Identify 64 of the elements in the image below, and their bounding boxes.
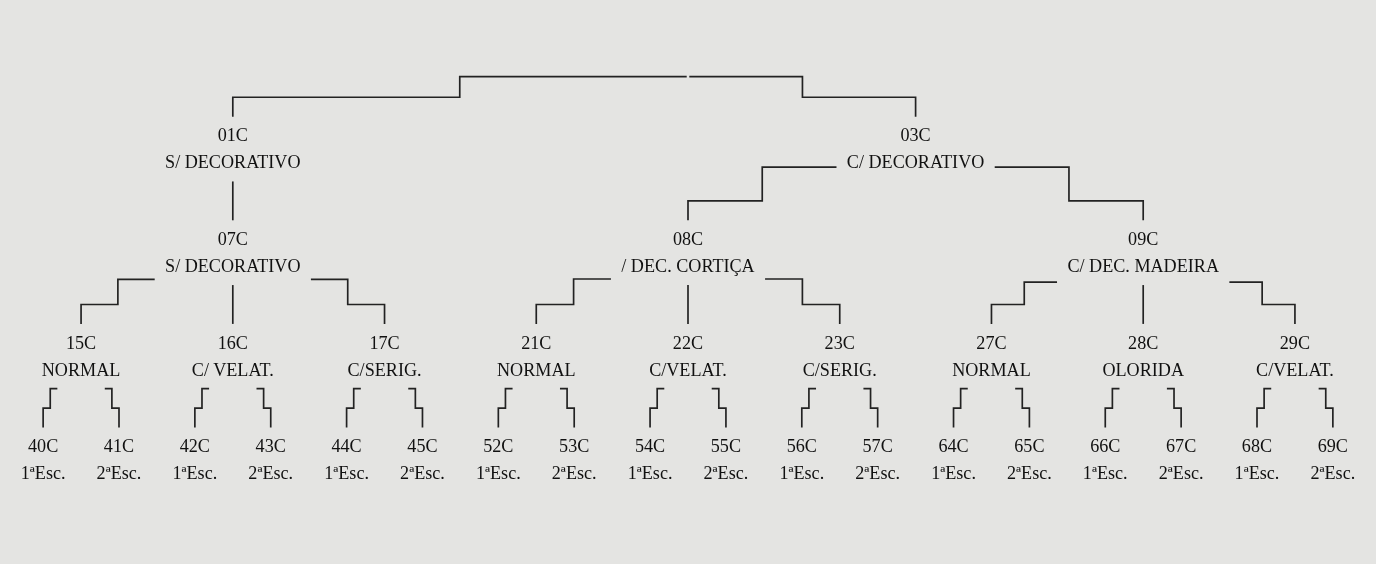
node-label: 23C C/SERIG.: [802, 333, 877, 380]
node-label: 57C 2ªEsc.: [855, 436, 901, 484]
connector-line: [231, 180, 234, 222]
connector-line: [1104, 388, 1121, 429]
connector-line: [255, 388, 272, 429]
node-label: 52C 1ªEsc.: [475, 436, 521, 484]
node-label: 55C 2ªEsc.: [703, 436, 749, 484]
node-label: 65C 2ªEsc.: [1007, 436, 1052, 484]
connector-line: [42, 388, 59, 429]
connector-line: [345, 388, 362, 429]
node-label: 66C 1ªEsc.: [1082, 436, 1128, 484]
connector-line: [1166, 388, 1182, 429]
connector-line: [559, 388, 576, 429]
connector-line: [80, 278, 156, 325]
node-label: 29C C/VELAT.: [1256, 333, 1334, 380]
connector-line: [1014, 388, 1031, 429]
connector-line: [535, 278, 612, 325]
connector-line: [687, 284, 689, 325]
connector-line: [649, 388, 666, 429]
connector-line: [688, 76, 917, 118]
connector-line: [231, 284, 234, 325]
node-label: 64C 1ªEsc.: [931, 436, 976, 484]
node-label: 42C 1ªEsc.: [172, 436, 218, 484]
node-label: 27C NORMAL: [952, 333, 1031, 380]
node-label: 67C 2ªEsc.: [1158, 436, 1204, 484]
node-label: 01C S/ DECORATIVO: [165, 125, 301, 173]
node-label: 28C OLORIDA: [1102, 333, 1184, 380]
node-label: 22C C/VELAT.: [649, 333, 727, 380]
node-label: 17C C/SERIG.: [347, 333, 422, 380]
node-label: 09C C/ DEC. MADEIRA: [1067, 229, 1219, 277]
connector-line: [497, 388, 514, 429]
connector-line: [231, 75, 688, 118]
node-label: 43C 2ªEsc.: [248, 436, 294, 484]
node-label: 16C C/ VELAT.: [191, 333, 274, 380]
node-label: 40C 1ªEsc.: [20, 436, 66, 484]
node-label: 44C 1ªEsc.: [324, 436, 369, 484]
connector-line: [800, 388, 817, 429]
node-label: 15C NORMAL: [41, 333, 121, 380]
connector-line: [1142, 284, 1145, 325]
node-label: 21C NORMAL: [497, 333, 576, 380]
connector-line: [1228, 281, 1296, 325]
connector-line: [103, 388, 120, 429]
connector-line: [194, 388, 210, 429]
node-label: 54C 1ªEsc.: [627, 436, 673, 484]
connector-line: [687, 166, 838, 222]
node-label: 41C 2ªEsc.: [96, 436, 142, 484]
connector-line: [1317, 388, 1334, 429]
node-label: 03C C/ DECORATIVO: [846, 125, 985, 173]
connector-line: [1256, 388, 1273, 429]
connector-line: [952, 388, 969, 429]
node-label: 53C 2ªEsc.: [551, 436, 597, 484]
connector-line: [862, 388, 879, 429]
connector-line: [407, 388, 424, 429]
connector-line: [310, 278, 386, 325]
node-label: 69C 2ªEsc.: [1310, 436, 1356, 484]
connector-line: [990, 281, 1058, 325]
connector-line: [764, 278, 841, 325]
connector-line: [993, 166, 1145, 222]
node-label: 56C 1ªEsc.: [779, 436, 825, 484]
connector-line: [710, 388, 727, 429]
node-label: 68C 1ªEsc.: [1234, 436, 1280, 484]
node-label: 45C 2ªEsc.: [400, 436, 445, 484]
node-label: 08C / DEC. CORTIÇA: [621, 229, 755, 277]
node-label: 07C S/ DECORATIVO: [165, 229, 301, 277]
